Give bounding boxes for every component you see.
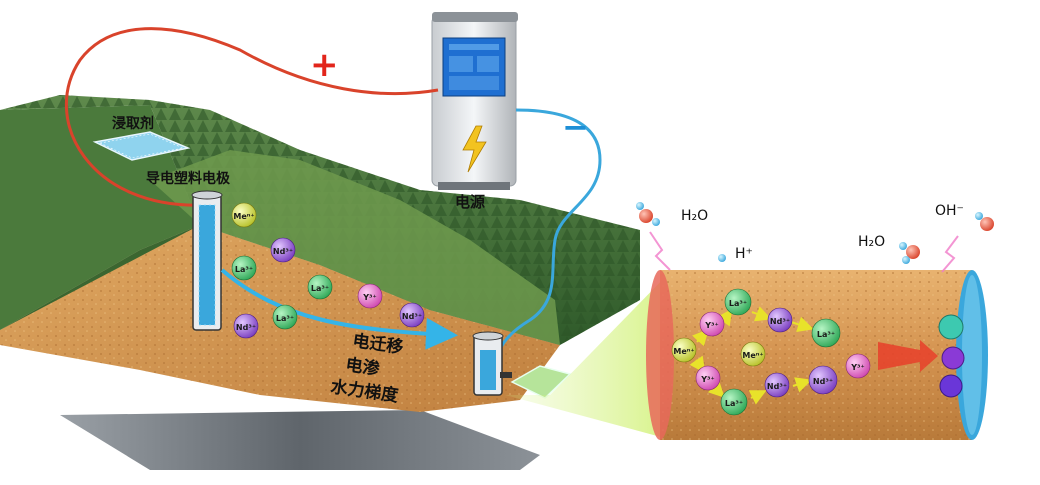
svg-text:La³⁺: La³⁺ — [276, 314, 294, 323]
h-plus-ion — [718, 254, 726, 262]
lightning-icon — [462, 125, 487, 173]
power-supply-label: 电源 — [455, 193, 485, 211]
svg-text:Nd³⁺: Nd³⁺ — [770, 317, 790, 326]
reaction-flow-arrows — [689, 306, 814, 405]
ion-la-soil-1: La³⁺ — [231, 255, 257, 281]
minus-sign: − — [562, 108, 589, 146]
cathode-migration-arrow — [878, 340, 938, 372]
svg-text:Y³⁺: Y³⁺ — [362, 293, 377, 302]
right-electrolysis-spark — [941, 235, 959, 273]
svg-text:Meⁿ⁺: Meⁿ⁺ — [742, 351, 763, 360]
ion-y-zoom-2: Y³⁺ — [695, 365, 721, 391]
svg-text:Nd³⁺: Nd³⁺ — [273, 247, 293, 256]
anode-electrode — [191, 190, 223, 331]
grass-slope — [150, 150, 560, 345]
svg-text:Meⁿ⁺: Meⁿ⁺ — [673, 347, 694, 356]
svg-text:La³⁺: La³⁺ — [729, 299, 747, 308]
bedrock — [60, 410, 540, 470]
svg-text:Y³⁺: Y³⁺ — [704, 321, 719, 330]
ion-y-soil: Y³⁺ — [357, 283, 383, 309]
process-label-electroosmosis: 电渗 — [344, 354, 382, 380]
svg-text:La³⁺: La³⁺ — [311, 284, 329, 293]
svg-text:Nd³⁺: Nd³⁺ — [767, 382, 787, 391]
h-plus-label: H⁺ — [735, 246, 753, 262]
svg-text:Nd³⁺: Nd³⁺ — [402, 312, 422, 321]
ion-nd-zoom-1: Nd³⁺ — [767, 307, 793, 333]
power-supply-cabinet — [431, 12, 518, 190]
ion-nd-soil-3: Nd³⁺ — [399, 302, 425, 328]
svg-text:Nd³⁺: Nd³⁺ — [813, 377, 833, 386]
plus-sign: + — [310, 45, 339, 85]
ion-nd-soil-1: Nd³⁺ — [270, 237, 296, 263]
zoom-beam — [505, 270, 672, 440]
electrode-label: 导电塑料电极 — [146, 170, 231, 187]
soil-cylinder-zoom — [646, 270, 988, 440]
leachate-pad — [92, 131, 191, 161]
ion-la-soil-3: La³⁺ — [272, 304, 298, 330]
ion-la-zoom-3: La³⁺ — [720, 388, 748, 416]
svg-text:Meⁿ⁺: Meⁿ⁺ — [233, 212, 254, 221]
ion-y-zoom-1: Y³⁺ — [699, 311, 725, 337]
ion-nd-soil-2: Nd³⁺ — [233, 313, 259, 339]
ion-la-zoom-2: La³⁺ — [811, 318, 841, 348]
ion-nd-zoom-3: Nd³⁺ — [808, 365, 838, 395]
h2o-right-label: H₂O — [858, 234, 885, 250]
migration-arrow — [220, 268, 458, 350]
svg-text:La³⁺: La³⁺ — [725, 399, 743, 408]
cathode-electrode — [472, 331, 512, 396]
leachate-label: 浸取剂 — [112, 115, 154, 132]
h2o-molecule-left — [636, 202, 660, 226]
cylinder-left-cap — [646, 270, 674, 440]
ion-nd-zoom-2: Nd³⁺ — [764, 372, 790, 398]
collection-pad — [510, 365, 572, 399]
svg-text:Y³⁺: Y³⁺ — [850, 363, 865, 372]
zoom-ions: Y³⁺ La³⁺ Nd³⁺ La³⁺ Meⁿ⁺ Meⁿ⁺ Y³⁺ La³⁺ — [671, 288, 871, 416]
ion-me-zoom: Meⁿ⁺ — [671, 337, 697, 363]
h2o-left-label: H₂O — [681, 208, 708, 224]
svg-text:Nd³⁺: Nd³⁺ — [236, 323, 256, 332]
cathode-deposits — [938, 314, 965, 398]
oh-minus-label: OH⁻ — [935, 203, 964, 219]
positive-wire — [64, 27, 439, 207]
ion-y-zoom-3: Y³⁺ — [845, 353, 871, 379]
svg-text:La³⁺: La³⁺ — [235, 265, 253, 274]
oh-minus-ion — [975, 212, 994, 231]
left-grass-face — [0, 105, 200, 330]
ion-me-zoom-2: Meⁿ⁺ — [740, 341, 766, 367]
svg-text:La³⁺: La³⁺ — [817, 330, 835, 339]
ion-la-soil-2: La³⁺ — [307, 274, 333, 300]
soil-ions: Meⁿ⁺ Nd³⁺ La³⁺ La³⁺ Y³⁺ La³⁺ Nd³⁺ Nd³⁺ — [231, 202, 425, 339]
negative-wire — [496, 108, 602, 356]
h2o-molecule-right — [899, 242, 920, 264]
left-electrolysis-spark — [649, 231, 671, 271]
ion-la-zoom-1: La³⁺ — [724, 288, 752, 316]
svg-text:Y³⁺: Y³⁺ — [700, 375, 715, 384]
ion-me-soil: Meⁿ⁺ — [231, 202, 257, 228]
